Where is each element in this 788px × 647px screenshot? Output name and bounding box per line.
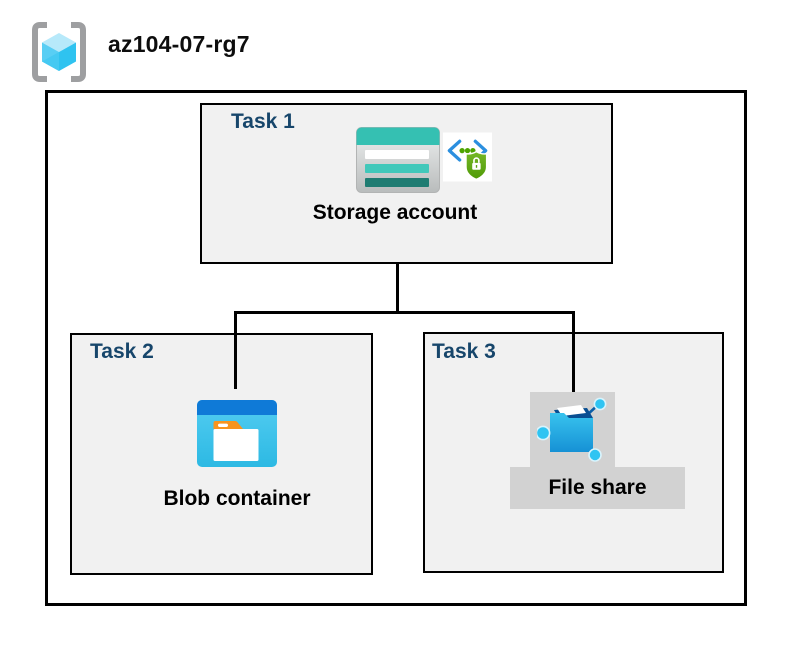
- resource-group-title: az104-07-rg7: [108, 31, 250, 57]
- connector-to-fileshare: [572, 311, 575, 392]
- task1-label: Task 1: [231, 110, 295, 133]
- file-share-label-highlight: File share: [510, 467, 685, 509]
- blob-container-icon: [197, 400, 277, 467]
- file-share-icon: [537, 397, 607, 462]
- blob-container-label: Blob container: [163, 487, 311, 510]
- storage-account-label: Storage account: [312, 201, 478, 224]
- connector-to-blob: [234, 311, 237, 389]
- task3-label: Task 3: [432, 340, 496, 363]
- connector-horizontal: [234, 311, 575, 314]
- task2-label: Task 2: [90, 340, 154, 363]
- storage-account-icon: [356, 127, 440, 193]
- resource-group-icon: [32, 22, 86, 82]
- file-share-label: File share: [548, 476, 647, 499]
- connector-storage-stem: [396, 264, 399, 314]
- sas-secure-access-icon: [443, 132, 492, 182]
